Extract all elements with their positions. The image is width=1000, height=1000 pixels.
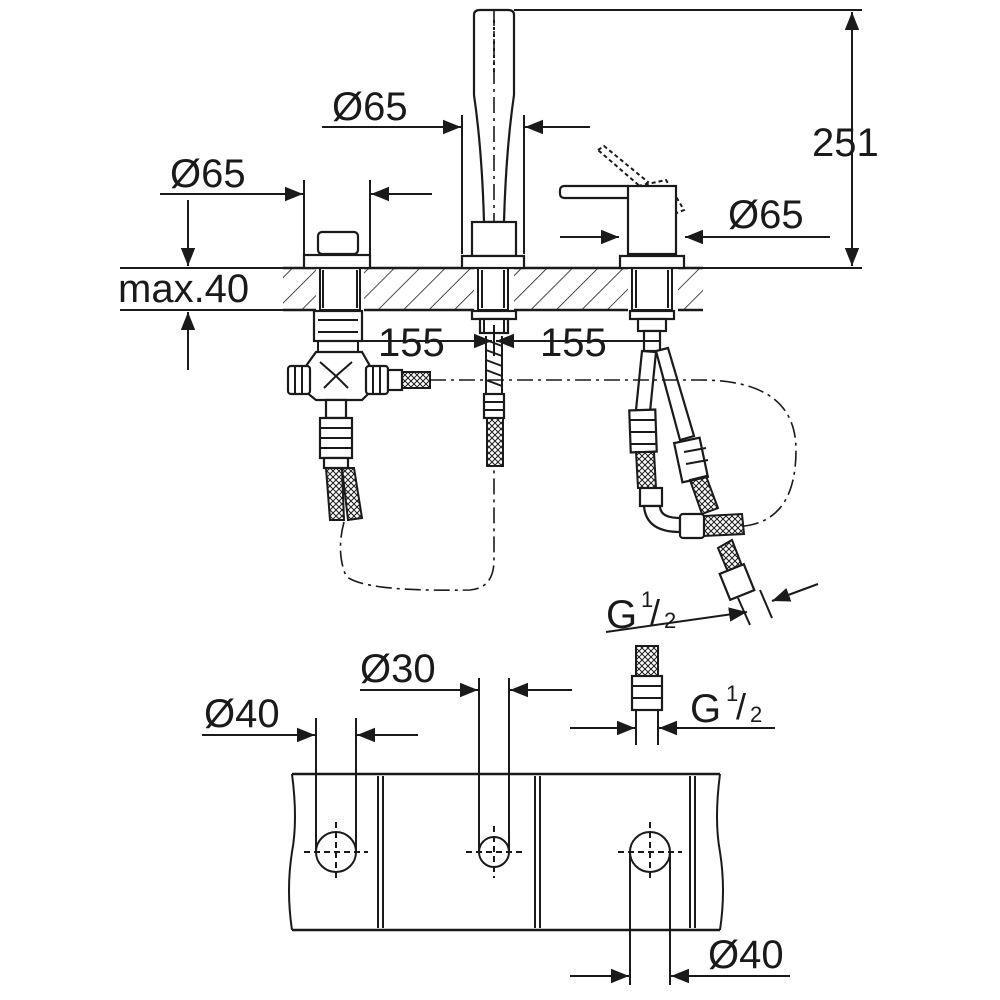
hole-left (304, 718, 368, 882)
deck-plan-view (288, 772, 724, 932)
thread-lower-den: 2 (750, 702, 762, 727)
spacing-right-label: 155 (540, 321, 607, 365)
thread-label-lower: G 1 / 2 (570, 681, 775, 736)
hole-right (618, 822, 682, 985)
hole-center (466, 678, 522, 878)
dimension-deck-thickness: max.40 (118, 200, 283, 370)
dimension-spout-diameter: Ø65 (322, 85, 590, 254)
hose-routing (339, 10, 797, 592)
hole-right-label: Ø40 (708, 933, 784, 977)
spacing-left-label: 155 (378, 321, 445, 365)
thread-upper-slash: / (650, 592, 660, 633)
thread-lower-num: 1 (726, 681, 738, 706)
hole-left-label: Ø40 (204, 692, 280, 736)
hole-center-label: Ø30 (360, 647, 436, 691)
g-half-connector-vertical (630, 645, 664, 745)
dimension-hole-right: Ø40 (570, 933, 790, 984)
height-label: 251 (812, 121, 879, 165)
thread-label-upper: G 1 / 2 (605, 583, 819, 637)
knob-diameter-label: Ø65 (170, 152, 246, 196)
thread-upper-den: 2 (664, 608, 676, 633)
thread-upper-g: G (606, 593, 637, 637)
deck-thickness-label: max.40 (118, 267, 249, 311)
dimension-hole-left: Ø40 (202, 692, 418, 743)
mixer-lever (558, 144, 746, 540)
dimension-knob-diameter: Ø65 (160, 152, 432, 254)
g-half-connector-diagonal (716, 538, 773, 626)
mixer-diameter-label: Ø65 (728, 193, 804, 237)
diverter-knob (302, 230, 372, 343)
thread-lower-g: G (690, 687, 721, 731)
dimension-mixer-diameter: Ø65 (560, 193, 830, 245)
thread-lower-slash: / (736, 686, 746, 727)
spout-diameter-label: Ø65 (332, 85, 408, 129)
hand-shower (460, 8, 526, 467)
deck-section (283, 266, 703, 312)
dimension-height: 251 (514, 9, 879, 269)
dimension-hole-center: Ø30 (360, 647, 572, 698)
valve-t-piece (286, 341, 431, 522)
thread-upper-num: 1 (641, 587, 653, 612)
dimension-spacing: 155 155 (340, 321, 660, 365)
